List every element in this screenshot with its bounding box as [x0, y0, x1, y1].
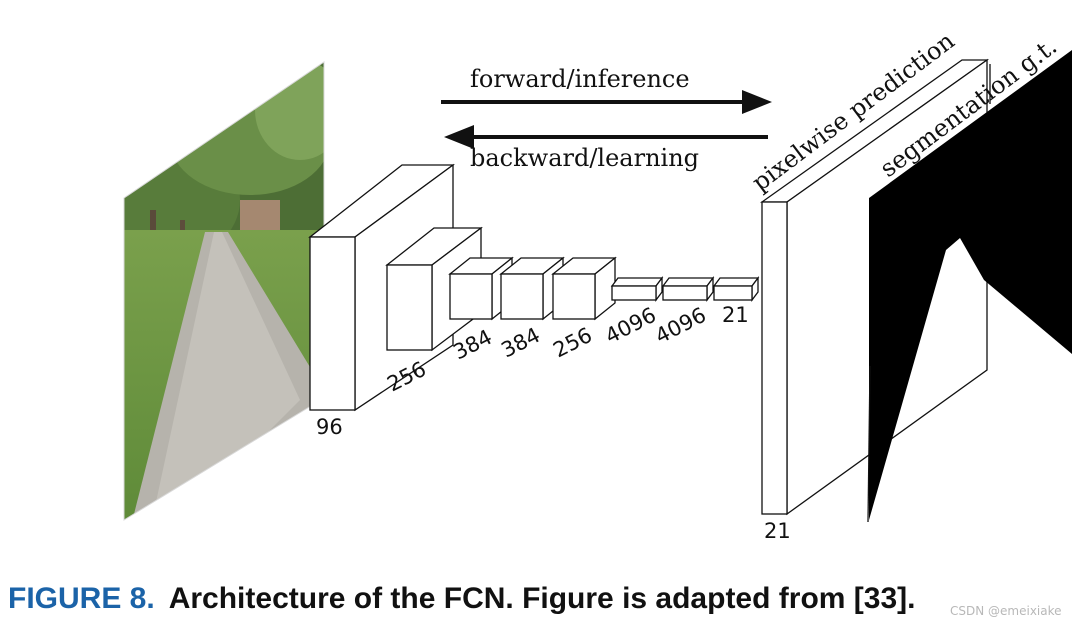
- conv-block-5: [551, 256, 617, 321]
- fc-block-2: [661, 276, 715, 302]
- backward-arrow: [444, 125, 768, 149]
- forward-label: forward/inference: [470, 65, 690, 93]
- fc-block-1: [610, 276, 664, 302]
- fc-block-3: [712, 276, 760, 302]
- output-depth-label: 21: [764, 519, 791, 543]
- backward-label: backward/learning: [470, 144, 699, 172]
- layer-label-5: 256: [549, 323, 596, 363]
- forward-arrow: [441, 90, 772, 114]
- watermark: CSDN @emeixiake: [950, 604, 1062, 618]
- fcn-diagram: forward/inference backward/learning: [123, 27, 1072, 543]
- caption-text: Architecture of the FCN. Figure is adapt…: [168, 582, 916, 615]
- figure-number: FIGURE 8.: [8, 582, 155, 615]
- layer-label-4: 384: [497, 323, 544, 363]
- segmentation-ground-truth: [867, 50, 1072, 523]
- layer-label-8: 21: [722, 303, 749, 327]
- input-image: [123, 61, 325, 521]
- layer-label-1: 96: [316, 415, 343, 439]
- figure-caption: FIGURE 8. Architecture of the FCN. Figure…: [8, 582, 915, 616]
- layer-label-6: 4096: [601, 303, 660, 349]
- layer-label-7: 4096: [651, 303, 710, 349]
